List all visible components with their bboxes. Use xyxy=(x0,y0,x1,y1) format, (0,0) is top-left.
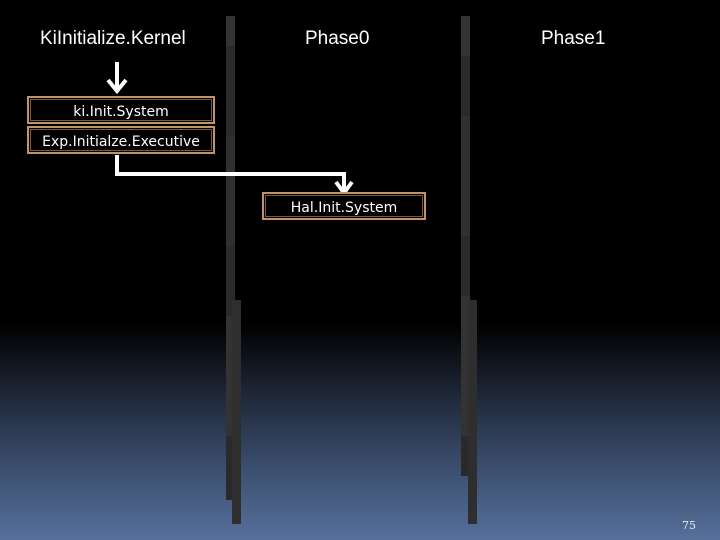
column-title-phase0: Phase0 xyxy=(305,28,370,49)
box-label-hal-init-system: Hal.Init.System xyxy=(290,200,398,216)
lane-divider-right-lower xyxy=(468,300,477,524)
lane-divider-right xyxy=(461,16,470,476)
arrow-head-ki-init-system xyxy=(106,78,128,95)
lane-divider-left-lower xyxy=(232,300,241,524)
box-ki-init-system: ki.Init.System xyxy=(27,96,215,124)
column-title-kiinitialize-kernel: KiInitialize.Kernel xyxy=(40,28,186,49)
box-hal-init-system: Hal.Init.System xyxy=(262,192,426,220)
slide-page-number: 75 xyxy=(682,519,696,532)
lane-divider-left xyxy=(226,16,235,500)
column-title-phase1: Phase1 xyxy=(541,28,606,49)
box-exp-initialize-executive: Exp.Initialze.Executive xyxy=(27,126,215,154)
box-label-ki-init-system: ki.Init.System xyxy=(73,104,169,120)
box-label-exp-initialize-executive: Exp.Initialze.Executive xyxy=(42,134,200,150)
